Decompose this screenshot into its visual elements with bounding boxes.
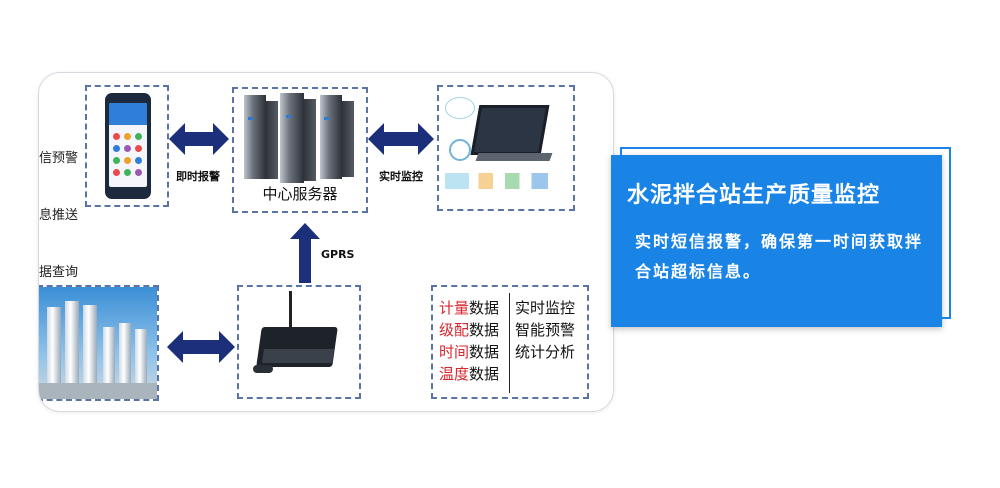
instant-alarm-label: 即时报警 <box>176 170 220 183</box>
gprs-device-box <box>237 285 361 399</box>
functions-list: 实时监控 智能预警 统计分析 <box>515 297 575 363</box>
double-arrow-icon <box>167 331 235 363</box>
data-type-item: 时间数据 <box>439 343 500 361</box>
feature-card: 水泥拌合站生产质量监控 实时短信报警，确保第一时间获取拌合站超标信息。 <box>611 147 951 327</box>
double-arrow-icon <box>169 123 229 155</box>
stats-box: 计量数据 级配数据 时间数据 温度数据 实时监控 智能预警 统计分析 <box>431 285 589 399</box>
up-arrow-icon <box>290 223 320 283</box>
function-item: 实时监控 <box>515 299 576 317</box>
left-feature-2: 息推送 <box>39 208 79 223</box>
realtime-monitor-label: 实时监控 <box>379 170 423 183</box>
left-feature-3: 据查询 <box>39 265 79 280</box>
double-arrow-icon <box>368 123 434 155</box>
smartphone-icon <box>105 93 151 199</box>
card-body: 实时短信报警，确保第一时间获取拌合站超标信息。 <box>635 232 924 281</box>
stats-divider <box>509 293 510 393</box>
left-feature-1: 信预警 <box>39 151 79 166</box>
server-box: 中心服务器 <box>232 87 368 213</box>
data-type-item: 温度数据 <box>439 365 500 383</box>
function-item: 智能预警 <box>515 321 576 339</box>
function-item: 统计分析 <box>515 343 576 361</box>
data-type-item: 计量数据 <box>439 299 500 317</box>
card-frame <box>620 147 951 319</box>
mixing-station-box <box>39 285 159 401</box>
system-diagram-panel: 信预警 息推送 据查询 即时报警 <box>38 72 614 412</box>
phone-box <box>85 85 169 207</box>
data-type-item: 级配数据 <box>439 321 500 339</box>
monitor-box <box>437 85 575 211</box>
data-types-list: 计量数据 级配数据 时间数据 温度数据 <box>439 297 499 385</box>
left-feature-list: 信预警 息推送 据查询 <box>39 111 89 320</box>
gprs-label: GPRS <box>321 248 355 261</box>
card-title: 水泥拌合站生产质量监控 <box>627 183 881 208</box>
server-label: 中心服务器 <box>262 185 338 203</box>
